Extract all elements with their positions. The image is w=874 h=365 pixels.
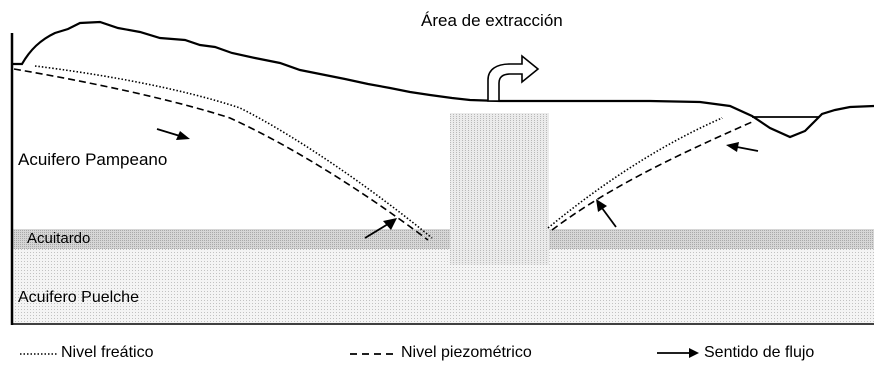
flow-arrow-icon (657, 348, 699, 358)
flow-arrow-icon (364, 218, 397, 239)
ground-surface (12, 20, 874, 139)
legend-piezometric-level: Nivel piezométrico (350, 344, 532, 362)
flow-arrow-icon (596, 199, 617, 228)
aquitard-label: Acuitardo (27, 230, 91, 247)
dotted-line-icon (20, 353, 58, 355)
puelche-aquifer-layer (12, 249, 874, 323)
extraction-arrow-icon (487, 54, 540, 102)
extraction-area-title: Área de extracción (421, 11, 563, 30)
piezometric-level-right (551, 121, 753, 231)
flow-arrow-icon (726, 142, 759, 152)
flow-arrow-icon (156, 128, 190, 140)
legend-flow-direction-label: Sentido de flujo (704, 344, 815, 361)
legend-water-table-label: Nivel freático (61, 344, 154, 361)
piezometric-level-left (13, 68, 429, 241)
water-table-right (547, 117, 723, 229)
pampeano-aquifer-label: Acuifero Pampeano (18, 150, 168, 169)
aquitard-layer-right (549, 229, 874, 249)
aquitard-layer-left (12, 229, 450, 249)
dashed-line-icon (350, 353, 394, 355)
water-table-left (34, 65, 433, 239)
legend-water-table: Nivel freático (20, 344, 153, 362)
puelche-aquifer-label: Acuifero Puelche (18, 289, 139, 306)
extraction-well (450, 113, 549, 265)
legend-flow-direction: Sentido de flujo (657, 344, 814, 362)
legend-piezometric-level-label: Nivel piezométrico (401, 344, 532, 361)
